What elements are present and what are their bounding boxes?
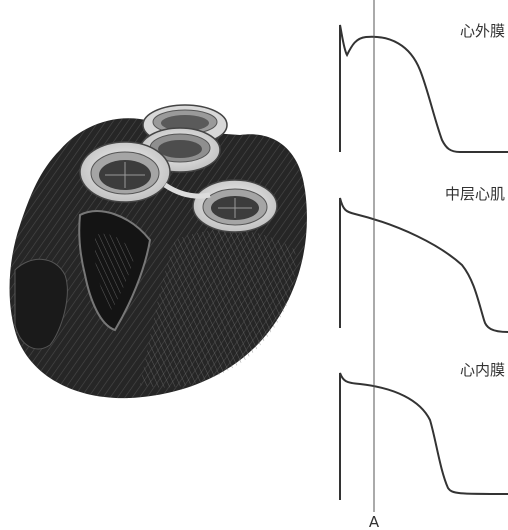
heart-illustration (10, 105, 307, 398)
marker-label: A (369, 513, 380, 530)
tricuspid-valve (193, 180, 277, 232)
epicardium-trace (340, 25, 508, 152)
trace-label-epicardium: 心外膜 (460, 22, 505, 40)
endocardium-trace (340, 373, 508, 500)
trace-label-endocardium: 心内膜 (460, 361, 505, 379)
action-potential-traces: A 心外膜 中层心肌 心内膜 (340, 0, 508, 530)
trace-label-midmyocardium: 中层心肌 (445, 185, 505, 203)
mitral-valve (80, 142, 170, 202)
midmyocardium-trace (340, 198, 508, 332)
